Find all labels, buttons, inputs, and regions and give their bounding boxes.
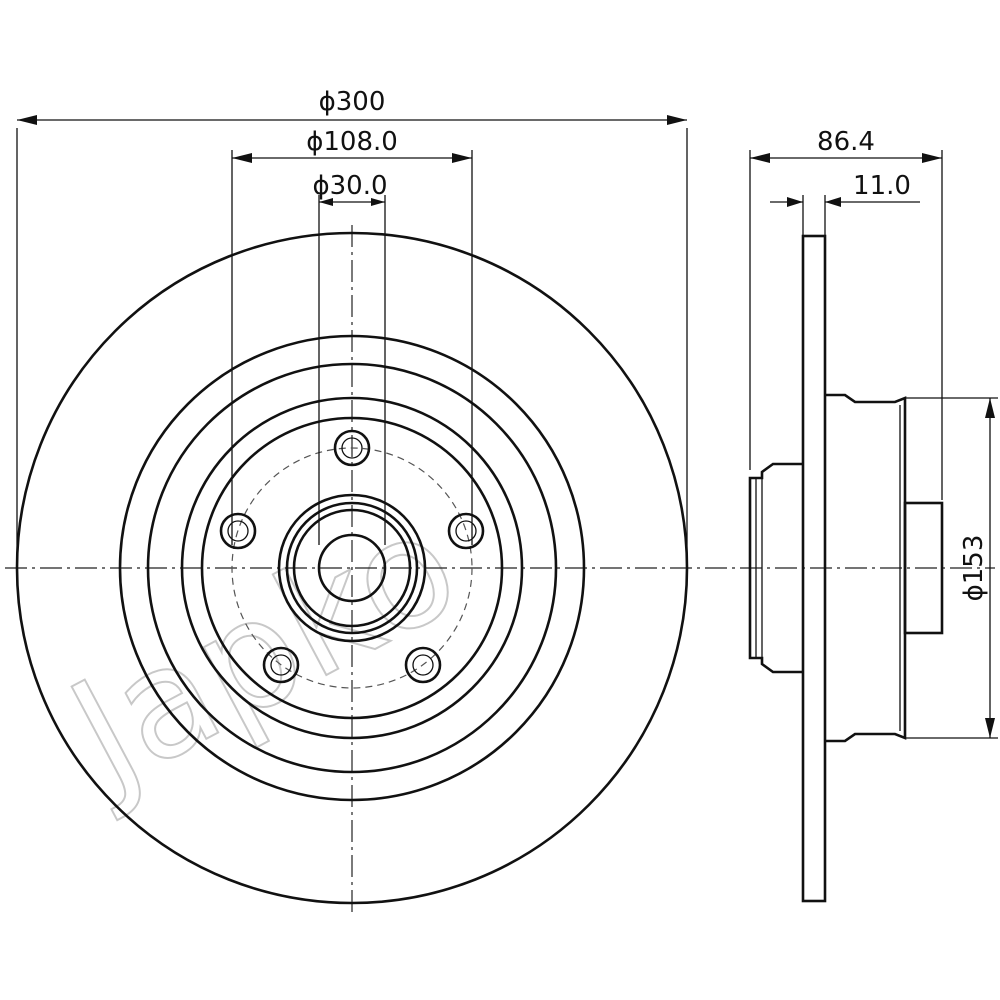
- bolt-hole: [333, 429, 371, 467]
- disc-plate-section: [801, 234, 827, 903]
- hub-bearing-inner: [292, 508, 412, 628]
- disc-hub-face-ring: [200, 416, 504, 720]
- bolt-hole: [447, 512, 485, 550]
- front-view: ϕ300 ϕ108.0 ϕ30.0: [5, 87, 995, 915]
- hub-spigot: [903, 501, 944, 635]
- bolt-hole: [262, 646, 300, 684]
- total-height-label: 86.4: [817, 127, 875, 157]
- disc-hat-step-ring: [180, 396, 524, 740]
- outer-diameter-label: ϕ300: [319, 87, 386, 117]
- disc-hat-outer-ring: [146, 362, 558, 774]
- hub-diameter-label: ϕ153: [959, 535, 989, 602]
- center-bore: [317, 533, 387, 603]
- side-view: 86.4 11.0 ϕ153: [748, 127, 998, 903]
- bolt-hole: [219, 512, 257, 550]
- disc-thickness-label: 11.0: [853, 171, 911, 201]
- hub-bearing-outer: [277, 493, 427, 643]
- outer-diameter-dimension: ϕ300: [16, 87, 688, 568]
- bolt-circle-line: [231, 447, 473, 689]
- bolt-hole: [404, 646, 442, 684]
- bolt-circle-label: ϕ108.0: [306, 127, 398, 157]
- total-height-dimension: 86.4: [749, 127, 943, 500]
- center-bore-label: ϕ30.0: [312, 171, 387, 201]
- hub-diameter-dimension: ϕ153: [905, 397, 998, 739]
- disc-thickness-dimension: 11.0: [770, 171, 920, 236]
- center-bore-dimension: ϕ30.0: [312, 171, 388, 545]
- hub-bearing-middle: [285, 501, 419, 635]
- disc-friction-inner-ring: [118, 334, 586, 802]
- watermark-text: Japko: [38, 478, 484, 825]
- bolt-circle-dimension: ϕ108.0: [231, 127, 473, 545]
- bearing-seal-outline: [748, 462, 803, 674]
